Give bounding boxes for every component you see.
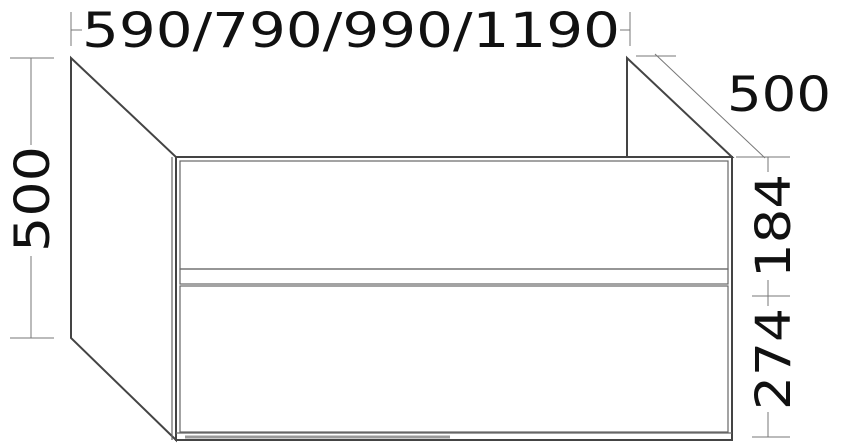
depth-dim-line: [654, 53, 766, 159]
lower-drawer: [179, 285, 729, 433]
upper-drawer: [179, 160, 729, 270]
depth-label: 500: [727, 67, 831, 123]
cabinet-body: [70, 55, 735, 443]
right-side-panel: [626, 55, 735, 158]
drawer-dimensions: 184 274: [746, 156, 802, 438]
width-label: 590/790/990/1190: [82, 3, 620, 59]
height-label: 500: [5, 146, 61, 252]
depth-dimension: 500: [636, 53, 831, 159]
width-dimension: 590/790/990/1190: [70, 3, 631, 59]
drawer-divider: [179, 268, 729, 285]
height-dimension: 500: [5, 57, 61, 339]
lower-drawer-label: 274: [746, 308, 802, 410]
front-frame: [175, 156, 733, 441]
upper-drawer-label: 184: [746, 174, 802, 278]
left-side-panel: [70, 55, 177, 443]
